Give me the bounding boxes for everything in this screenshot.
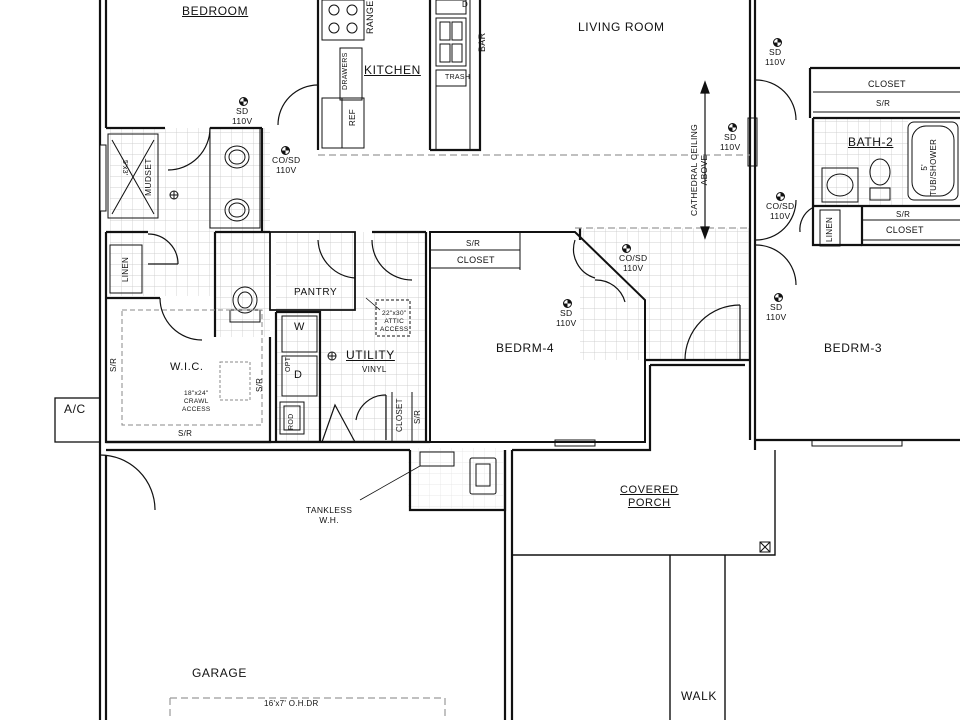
cosd-hall-label: CO/SD 110V xyxy=(272,155,301,175)
cathedral-arrow xyxy=(700,80,710,240)
sr-wic-left-label: S/R xyxy=(109,357,118,372)
bedrm4-label: BEDRM-4 xyxy=(496,341,555,355)
tub-shower-label: 5' TUB/SHOWER xyxy=(920,138,939,196)
smoke-detector-icon xyxy=(563,299,572,308)
walk-label: WALK xyxy=(681,689,717,703)
closet-bedrm4-label: CLOSET xyxy=(457,255,495,265)
closet-bath-label: CLOSET xyxy=(886,225,924,235)
sr-bath-label: S/R xyxy=(896,210,911,219)
dashed-lines xyxy=(169,154,750,720)
closet-top-right-label: CLOSET xyxy=(868,79,906,89)
covered-porch-label: COVERED PORCH xyxy=(620,484,679,509)
smoke-detector-icon xyxy=(774,293,783,302)
crawl-access-note: 18"x24" CRAWL ACCESS xyxy=(182,390,211,413)
tankless-note: TANKLESS W.H. xyxy=(306,505,353,525)
dryer-label: D xyxy=(294,369,303,381)
walls xyxy=(54,0,960,720)
sr-top-right-label: S/R xyxy=(876,99,891,108)
cosd-right-hall-label: CO/SD 110V xyxy=(766,201,795,221)
tile-floors xyxy=(110,118,908,508)
smoke-detector-icon xyxy=(728,123,737,132)
smoke-detector-icon xyxy=(239,97,248,106)
bath2-label: BATH-2 xyxy=(848,135,894,149)
trash-label: TRASH xyxy=(445,74,471,81)
doors[interactable] xyxy=(99,79,813,511)
range-label: RANGE xyxy=(365,0,375,34)
sr-utility-label: S/R xyxy=(413,409,422,424)
fixtures xyxy=(99,0,960,553)
sr-bedrm4-label: S/R xyxy=(466,239,481,248)
sd-kitchen-label: SD 110V xyxy=(232,106,253,126)
sd-living-right-label: SD 110V xyxy=(765,47,786,67)
smoke-detector-icon xyxy=(773,38,782,47)
pantry-label: PANTRY xyxy=(294,287,338,298)
ref-label: REF xyxy=(348,109,357,126)
sr-wic-right-label: S/R xyxy=(255,377,264,392)
garage-label: GARAGE xyxy=(192,666,247,680)
washer-label: W xyxy=(294,321,305,333)
misc-symbols xyxy=(169,190,337,361)
co-smoke-detector-icon xyxy=(622,244,631,253)
closet-utility-label: CLOSET xyxy=(395,398,404,432)
sd-bedrm4-label: SD 110V xyxy=(556,308,577,328)
sr-wic-bottom-label: S/R xyxy=(178,429,193,438)
cathedral-ceiling-label: CATHEDRAL CEILING ABOVE xyxy=(689,123,709,216)
bedrm3-label: BEDRM-3 xyxy=(824,341,883,355)
ac-label: A/C xyxy=(64,402,86,416)
wic-label: W.I.C. xyxy=(170,361,204,373)
bedroom-label: BEDROOM xyxy=(182,4,249,18)
cosd-bedrm4-hall-label: CO/SD 110V xyxy=(619,253,648,273)
kitchen-label: KITCHEN xyxy=(364,63,421,77)
optional-label: OPT xyxy=(285,356,292,372)
linen-left-label: LINEN xyxy=(121,256,130,282)
dishwasher-label: D xyxy=(462,0,469,9)
linen-right-label: LINEN xyxy=(825,216,834,242)
utility-label: UTILITY xyxy=(346,348,395,362)
co-smoke-detector-icon xyxy=(776,192,785,201)
drawers-label: DRAWERS xyxy=(342,52,349,90)
rod-label: ROD xyxy=(288,413,295,430)
attic-access-note: 22"x30" ATTIC ACCESS xyxy=(380,310,409,333)
living-room-label: LIVING ROOM xyxy=(578,20,665,34)
mudset-label: MUDSET xyxy=(143,158,153,196)
garage-door-note: 16'x7' O.H.DR xyxy=(264,699,319,708)
sd-bedrm3-label: SD 110V xyxy=(766,302,787,322)
shower-size-label: 5'x3' xyxy=(121,160,128,176)
sd-cathedral-label: SD 110V xyxy=(720,132,741,152)
bar-label: BAR xyxy=(477,32,487,52)
vinyl-label: VINYL xyxy=(362,365,387,374)
co-smoke-detector-icon xyxy=(281,146,290,155)
